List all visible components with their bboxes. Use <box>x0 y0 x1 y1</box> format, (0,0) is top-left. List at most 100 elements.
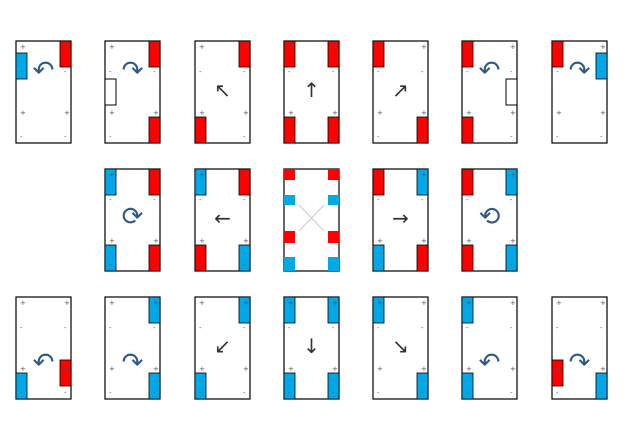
arrow-right-icon: → <box>392 206 409 230</box>
panel: ++--++--↶ <box>461 40 518 144</box>
rotate-ccw-icon: ⟲ <box>479 202 501 232</box>
plus-mark: + <box>199 299 205 307</box>
plus-mark: + <box>64 43 70 51</box>
minus-mark: - <box>199 196 202 204</box>
minus-mark: - <box>288 68 291 76</box>
panel: ++--++--↶ <box>461 296 518 400</box>
panel: ++--++--↷ <box>104 296 161 400</box>
panel: ++--++--↑ <box>283 40 340 144</box>
plus-mark: + <box>199 43 205 51</box>
plus-mark: + <box>466 299 472 307</box>
plus-mark: + <box>421 237 427 245</box>
minus-mark: - <box>600 68 603 76</box>
red-pad <box>238 168 251 196</box>
blue-pad <box>416 372 429 400</box>
red-pad <box>148 116 161 144</box>
blue-pad <box>327 372 340 400</box>
minus-mark: - <box>64 68 67 76</box>
panel: ++--++--↷ <box>551 296 608 400</box>
red-pad <box>551 359 564 387</box>
panel-outline <box>283 168 340 272</box>
minus-mark: - <box>556 324 559 332</box>
minus-mark: - <box>64 324 67 332</box>
minus-mark: - <box>109 389 112 397</box>
plus-mark: + <box>243 171 249 179</box>
plus-mark: + <box>199 365 205 373</box>
blue-pad <box>283 296 296 324</box>
minus-mark: - <box>199 324 202 332</box>
blue-pad <box>416 168 429 196</box>
plus-mark: + <box>510 43 516 51</box>
plus-mark: + <box>377 237 383 245</box>
curved-arrow-cw-icon: ↷ <box>122 348 144 378</box>
minus-mark: - <box>153 68 156 76</box>
minus-mark: - <box>332 133 335 141</box>
minus-mark: - <box>332 68 335 76</box>
plus-mark: + <box>421 171 427 179</box>
curved-arrow-ccw-icon: ↶ <box>33 56 55 86</box>
blue-pad <box>372 296 385 324</box>
plus-mark: + <box>377 109 383 117</box>
plus-mark: + <box>243 109 249 117</box>
minus-mark: - <box>421 196 424 204</box>
arrow-up-left-icon: ↖ <box>214 78 231 102</box>
minus-mark: - <box>332 324 335 332</box>
plus-mark: + <box>600 109 606 117</box>
plus-mark: + <box>153 171 159 179</box>
arrow-down-icon: ↓ <box>303 334 320 358</box>
plus-mark: + <box>109 299 115 307</box>
plus-mark: + <box>510 109 516 117</box>
blue-pad <box>148 372 161 400</box>
plus-mark: + <box>20 299 26 307</box>
arrow-down-right-icon: ↘ <box>392 334 409 358</box>
red-pad <box>372 40 385 68</box>
red-pad <box>328 169 339 180</box>
minus-mark: - <box>466 324 469 332</box>
panel: ++--++--↶ <box>15 40 72 144</box>
minus-mark: - <box>243 261 246 269</box>
blue-pad <box>461 372 474 400</box>
plus-mark: + <box>199 237 205 245</box>
red-pad <box>327 116 340 144</box>
minus-mark: - <box>421 389 424 397</box>
plus-mark: + <box>421 299 427 307</box>
plus-mark: + <box>332 109 338 117</box>
cross-line <box>298 204 325 232</box>
minus-mark: - <box>153 261 156 269</box>
plus-mark: + <box>109 171 115 179</box>
rotate-cw-icon: ⟳ <box>122 202 144 232</box>
plus-mark: + <box>243 299 249 307</box>
blue-pad <box>461 296 474 324</box>
red-pad <box>59 40 72 68</box>
minus-mark: - <box>199 389 202 397</box>
minus-mark: - <box>600 133 603 141</box>
red-pad <box>416 116 429 144</box>
panel: ++--++--↗ <box>372 40 429 144</box>
blue-pad <box>284 195 295 205</box>
arrow-up-right-icon: ↗ <box>392 78 409 102</box>
plus-mark: + <box>466 43 472 51</box>
plus-mark: + <box>556 299 562 307</box>
plus-mark: + <box>199 171 205 179</box>
red-pad <box>283 116 296 144</box>
minus-mark: - <box>421 324 424 332</box>
red-pad <box>551 40 564 68</box>
plus-mark: + <box>421 43 427 51</box>
minus-mark: - <box>153 133 156 141</box>
red-pad <box>238 40 251 68</box>
blue-pad <box>372 244 385 272</box>
plus-mark: + <box>466 365 472 373</box>
plus-mark: + <box>109 43 115 51</box>
plus-mark: + <box>556 43 562 51</box>
panel: ++--++--↖ <box>194 40 251 144</box>
plus-mark: + <box>20 109 26 117</box>
minus-mark: - <box>556 389 559 397</box>
curved-arrow-ccw-icon: ↶ <box>33 348 55 378</box>
blue-pad <box>505 168 518 196</box>
plus-mark: + <box>377 171 383 179</box>
minus-mark: - <box>466 133 469 141</box>
minus-mark: - <box>20 389 23 397</box>
plus-mark: + <box>510 171 516 179</box>
blue-pad <box>238 244 251 272</box>
minus-mark: - <box>288 389 291 397</box>
